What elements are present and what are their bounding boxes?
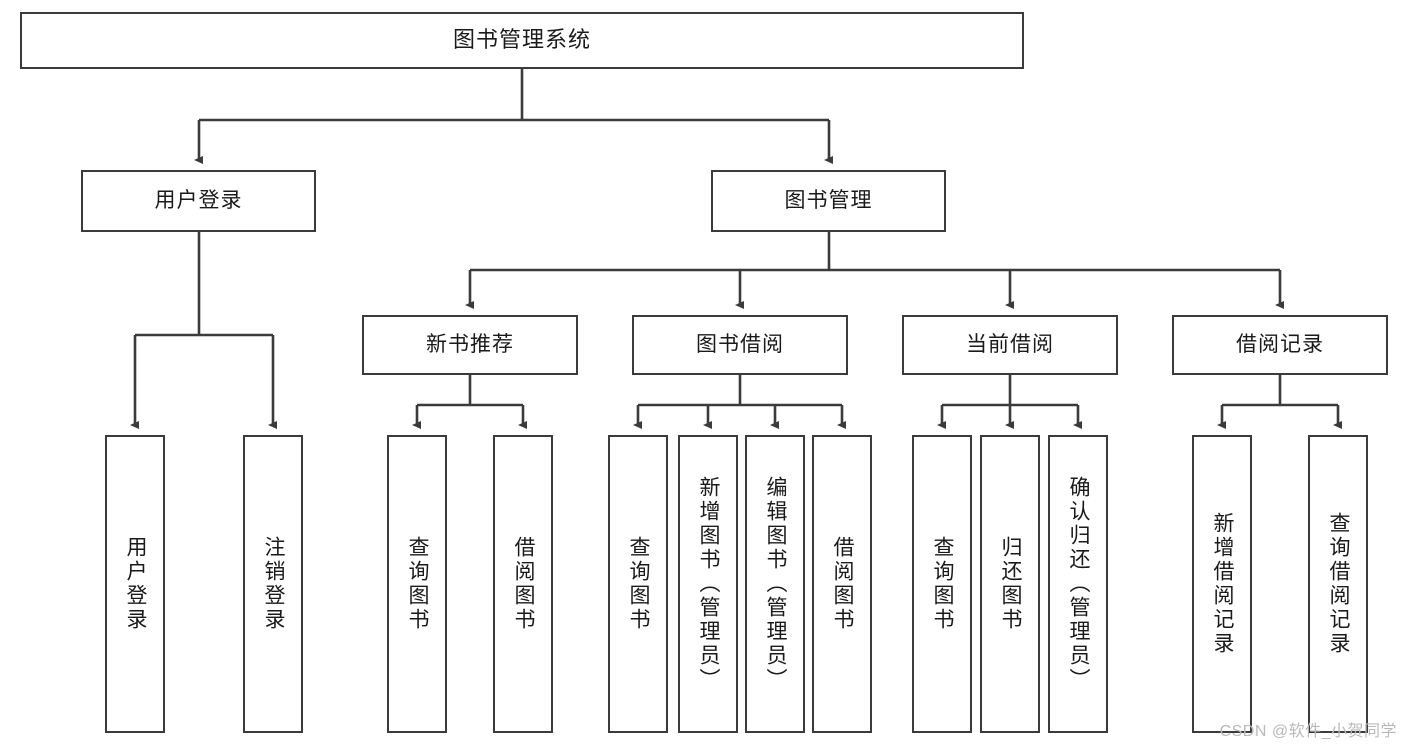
node-book-borrow-label: 图书借阅 — [696, 333, 784, 357]
node-borrow-record[interactable]: 借阅记录 — [1172, 315, 1388, 375]
node-new-book-recommend-label: 新书推荐 — [426, 333, 514, 357]
node-leaf-return-book[interactable]: 归还图书 — [980, 435, 1040, 733]
node-leaf-user-logout[interactable]: 注销登录 — [243, 435, 303, 733]
node-leaf-add-record-label: 新增借阅记录 — [1211, 512, 1235, 656]
node-leaf-borrow-book-2[interactable]: 借阅图书 — [812, 435, 872, 733]
node-leaf-borrow-book-1[interactable]: 借阅图书 — [493, 435, 553, 733]
node-leaf-edit-book-label: 编辑图书（管理员） — [764, 476, 788, 692]
node-leaf-query-book-2-label: 查询图书 — [627, 536, 651, 632]
node-book-management[interactable]: 图书管理 — [711, 170, 946, 232]
node-leaf-query-record-label: 查询借阅记录 — [1327, 512, 1351, 656]
node-leaf-confirm-return-label: 确认归还（管理员） — [1067, 476, 1091, 692]
node-leaf-add-book-label: 新增图书（管理员） — [697, 476, 721, 692]
node-leaf-add-record[interactable]: 新增借阅记录 — [1192, 435, 1252, 733]
node-book-management-label: 图书管理 — [784, 189, 873, 213]
node-leaf-user-logout-label: 注销登录 — [262, 536, 286, 632]
node-leaf-query-book-2[interactable]: 查询图书 — [608, 435, 668, 733]
node-leaf-borrow-book-1-label: 借阅图书 — [512, 536, 536, 632]
watermark-text: CSDN @软件_小贺同学 — [1219, 723, 1397, 740]
node-leaf-add-book[interactable]: 新增图书（管理员） — [678, 435, 738, 733]
node-leaf-query-book-3[interactable]: 查询图书 — [912, 435, 972, 733]
node-leaf-user-login[interactable]: 用户登录 — [105, 435, 165, 733]
node-current-borrow-label: 当前借阅 — [966, 333, 1054, 357]
node-leaf-query-book-1-label: 查询图书 — [406, 536, 430, 632]
node-root-label: 图书管理系统 — [452, 27, 591, 53]
node-current-borrow[interactable]: 当前借阅 — [902, 315, 1118, 375]
node-leaf-query-record[interactable]: 查询借阅记录 — [1308, 435, 1368, 733]
node-user-login-label: 用户登录 — [154, 189, 243, 213]
node-root[interactable]: 图书管理系统 — [20, 12, 1024, 69]
node-leaf-return-book-label: 归还图书 — [999, 536, 1023, 632]
node-leaf-query-book-1[interactable]: 查询图书 — [387, 435, 447, 733]
node-borrow-record-label: 借阅记录 — [1236, 333, 1324, 357]
node-book-borrow[interactable]: 图书借阅 — [632, 315, 848, 375]
node-leaf-query-book-3-label: 查询图书 — [931, 536, 955, 632]
node-leaf-edit-book[interactable]: 编辑图书（管理员） — [745, 435, 805, 733]
node-leaf-user-login-label: 用户登录 — [124, 536, 148, 632]
node-user-login[interactable]: 用户登录 — [81, 170, 316, 232]
node-new-book-recommend[interactable]: 新书推荐 — [362, 315, 578, 375]
node-leaf-confirm-return[interactable]: 确认归还（管理员） — [1048, 435, 1108, 733]
node-leaf-borrow-book-2-label: 借阅图书 — [831, 536, 855, 632]
